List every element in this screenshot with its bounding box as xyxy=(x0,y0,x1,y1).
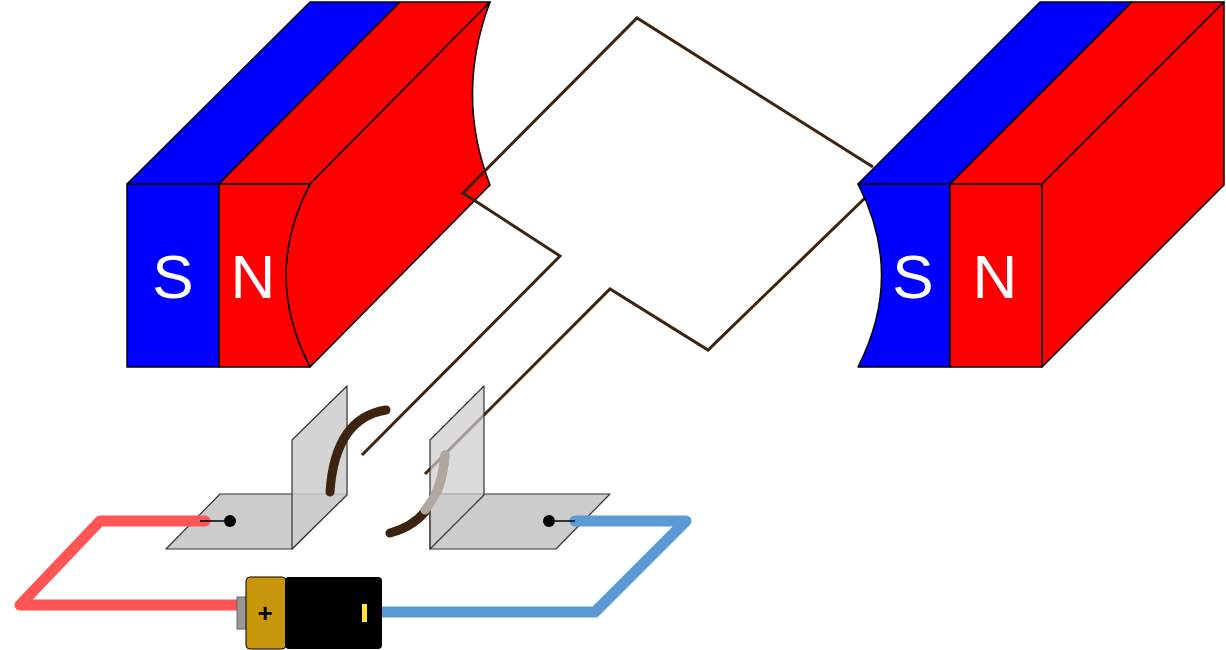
pole-label: S xyxy=(152,246,193,308)
pole-label: N xyxy=(231,246,276,308)
pole-label: N xyxy=(973,246,1018,308)
pole-label: S xyxy=(892,246,933,308)
terminal-sign: + xyxy=(257,600,272,626)
